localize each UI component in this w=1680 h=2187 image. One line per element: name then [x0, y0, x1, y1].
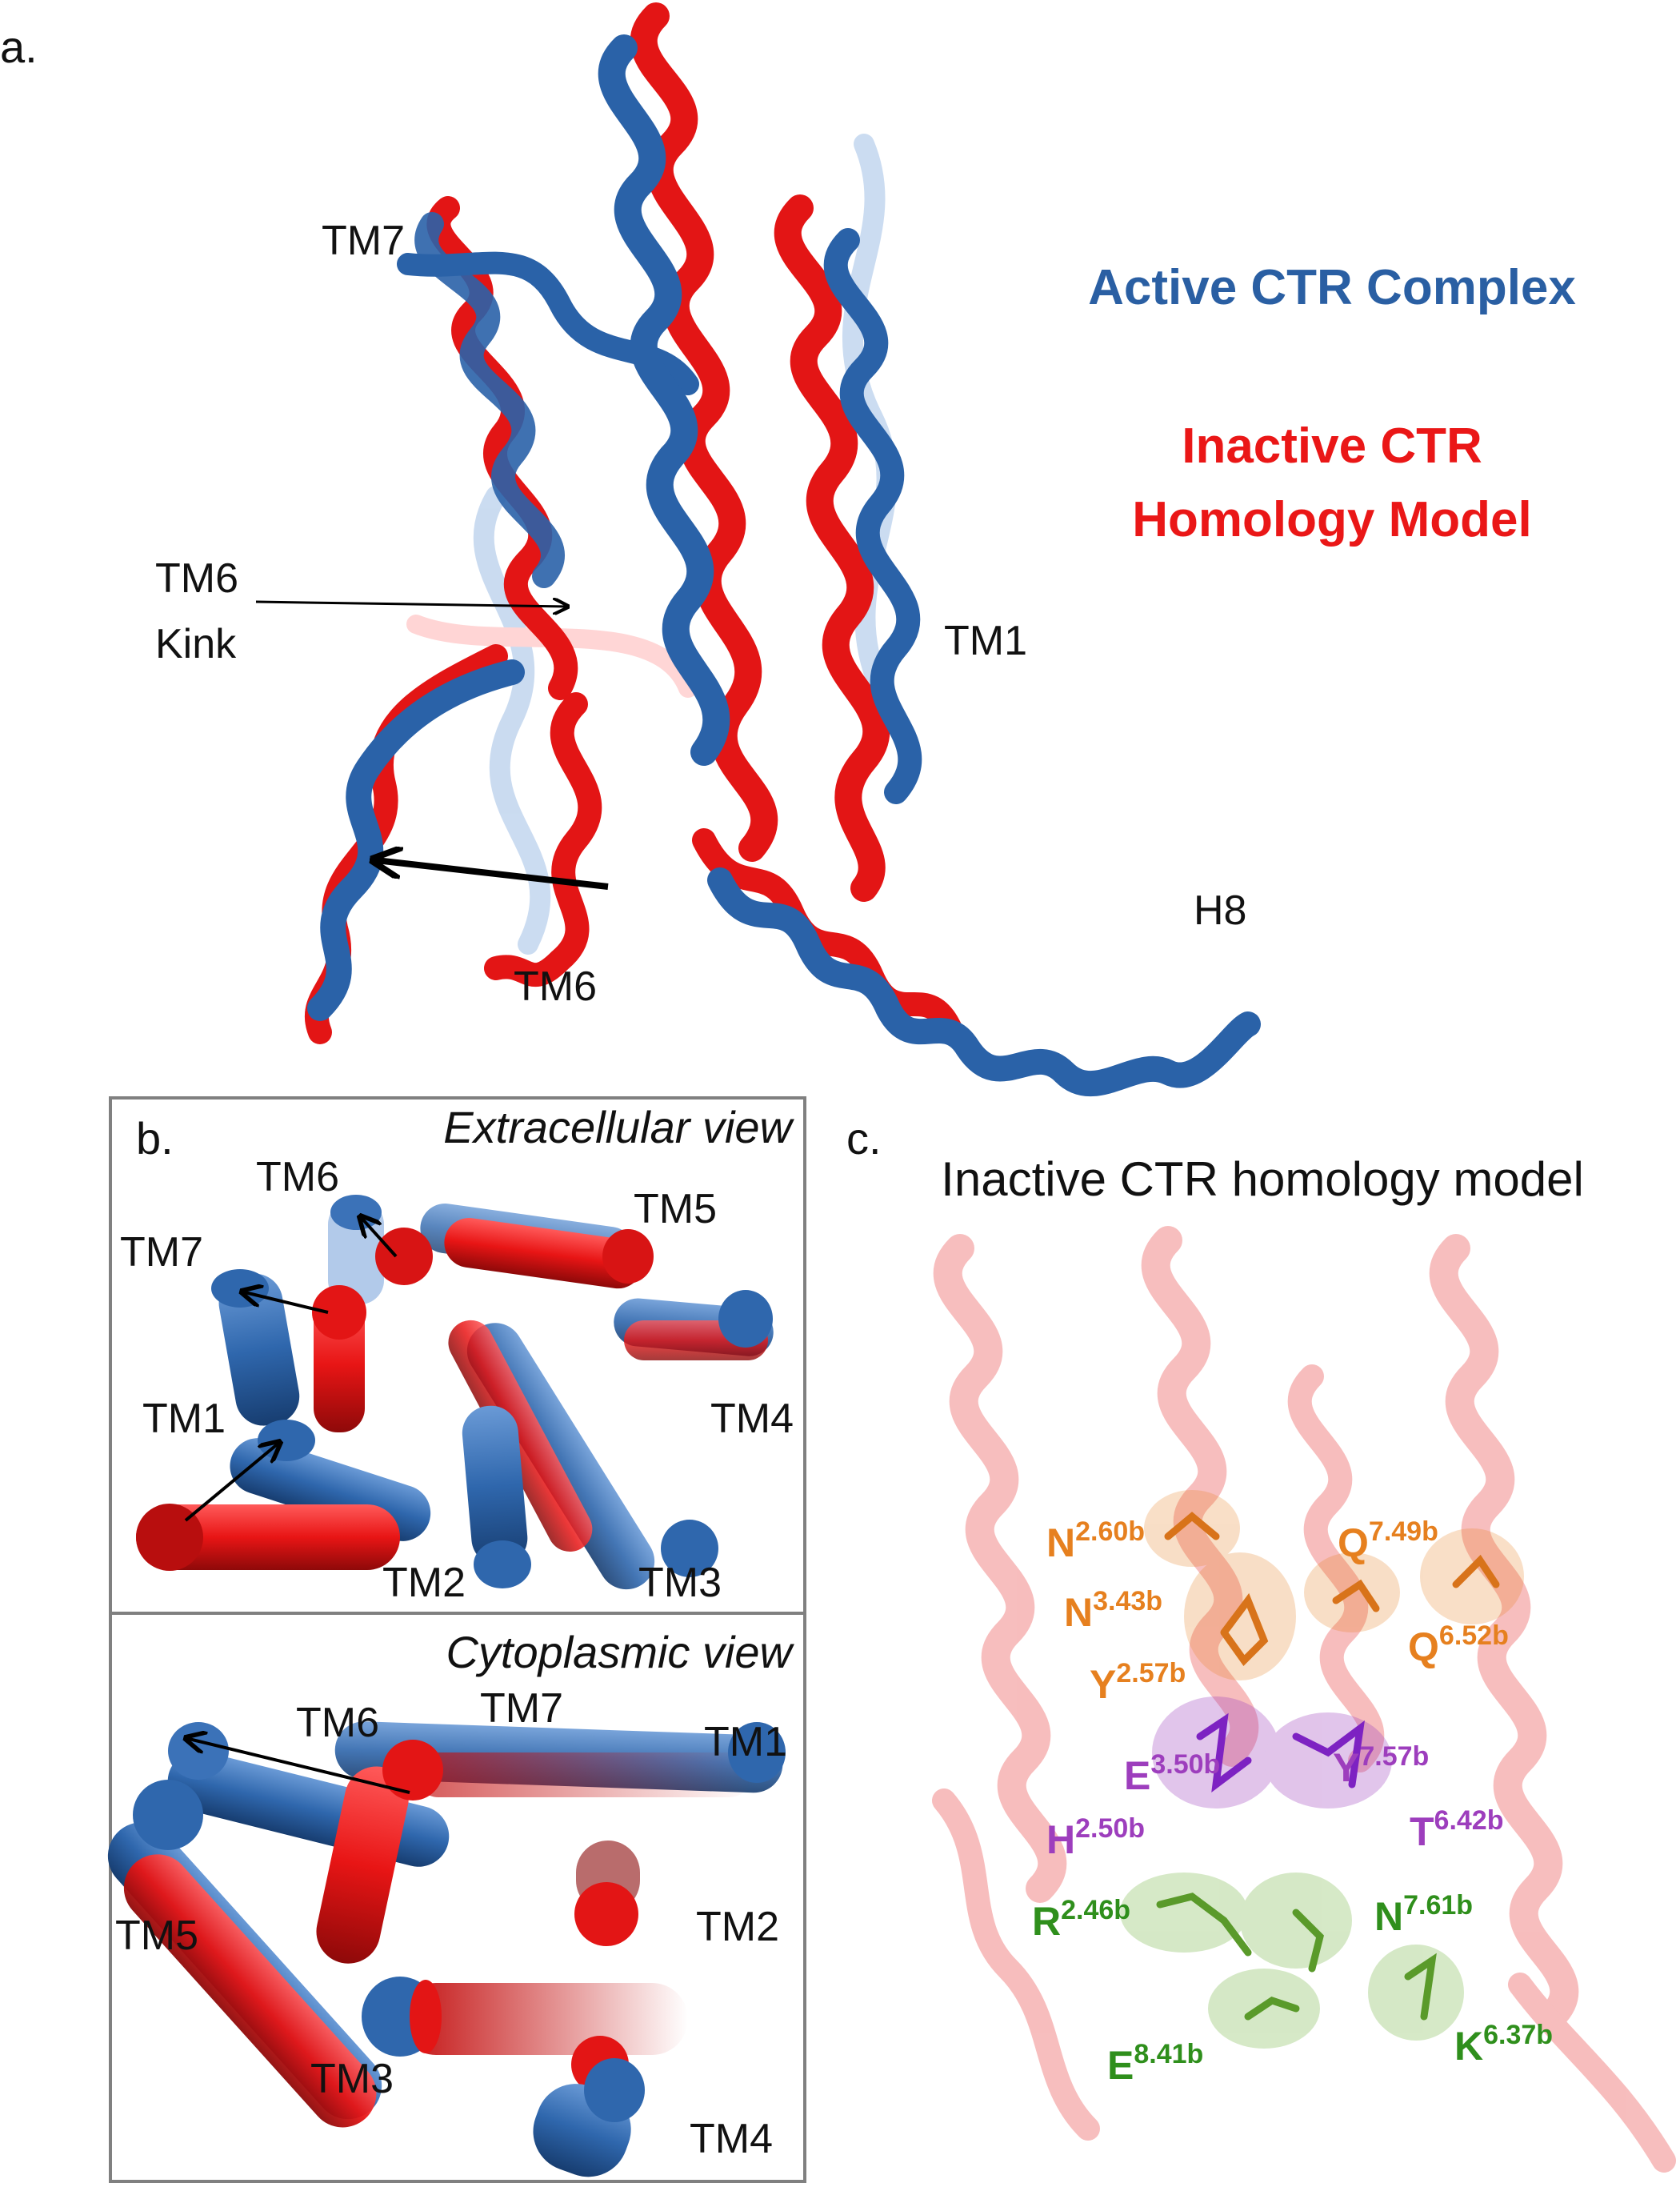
panel-a-letter: a.: [0, 22, 38, 72]
arrow-ex-tm6: [360, 1216, 398, 1258]
tm6-shift-arrow: [376, 860, 609, 890]
ex-label-tm7: TM7: [120, 1229, 203, 1276]
cy-label-tm2: TM2: [696, 1904, 779, 1950]
res-y257: Y2.57b: [1090, 1658, 1186, 1707]
label-tm1: TM1: [944, 618, 1027, 664]
label-tm6-kink-2: Kink: [155, 621, 237, 667]
res-y757: Y7.57b: [1333, 1741, 1429, 1790]
res-n260: N2.60b: [1046, 1516, 1145, 1565]
panel-c-title: Inactive CTR homology model: [941, 1152, 1584, 1206]
arrow-ex-tm1: [184, 1442, 280, 1522]
legend-inactive-1: Inactive CTR: [1182, 419, 1482, 474]
panel-c: c. Inactive CTR homology model: [846, 1113, 1676, 2173]
res-n343: N3.43b: [1064, 1586, 1162, 1635]
cytoplasmic-title: Cytoplasmic view: [446, 1627, 794, 1677]
cytoplasmic-box: [109, 1612, 806, 2183]
ex-label-tm2: TM2: [382, 1560, 466, 1606]
panel-b-letter: b.: [136, 1113, 174, 1164]
res-e841: E8.41b: [1107, 2039, 1203, 2088]
ex-label-tm5: TM5: [634, 1186, 717, 1232]
cy-label-tm6: TM6: [296, 1700, 379, 1746]
tm6-kink-arrow: [255, 602, 568, 607]
res-h250: H2.50b: [1046, 1813, 1145, 1862]
legend-inactive-2: Homology Model: [1132, 492, 1531, 547]
helix-bundle-illustration: [304, 2, 1261, 1096]
arrow-cyto-tm6: [186, 1738, 410, 1794]
res-q749: Q7.49b: [1338, 1516, 1438, 1565]
ex-label-tm6: TM6: [256, 1154, 339, 1200]
res-q652: Q6.52b: [1408, 1620, 1509, 1669]
cy-label-tm7: TM7: [480, 1685, 563, 1732]
panel-b: b. Extracellular view: [107, 1096, 806, 2183]
extracellular-cylinders: [136, 1195, 774, 1590]
legend-active: Active CTR Complex: [1088, 260, 1576, 315]
extracellular-title: Extracellular view: [443, 1102, 794, 1152]
residue-blobs: [1120, 1490, 1524, 2049]
arrow-ex-tm7: [242, 1292, 329, 1314]
label-tm7: TM7: [322, 218, 405, 264]
ex-label-tm1: TM1: [142, 1396, 226, 1442]
label-tm6: TM6: [514, 963, 597, 1010]
res-n761: N7.61b: [1374, 1890, 1473, 1939]
panel-a: a.: [0, 2, 1576, 1096]
cy-label-tm5: TM5: [115, 1913, 198, 1959]
res-e350: E3.50b: [1124, 1749, 1220, 1798]
res-r246: R2.46b: [1032, 1895, 1130, 1944]
ex-label-tm4: TM4: [710, 1396, 794, 1442]
panel-c-letter: c.: [846, 1113, 882, 1164]
faded-helices: [932, 1226, 1676, 2173]
ex-label-tm3: TM3: [638, 1560, 722, 1606]
cy-label-tm1: TM1: [704, 1719, 787, 1765]
cy-label-tm3: TM3: [310, 2056, 394, 2102]
label-tm6-kink-1: TM6: [155, 555, 238, 602]
res-t642: T6.42b: [1410, 1805, 1504, 1854]
res-k637: K6.37b: [1454, 2020, 1553, 2069]
label-h8: H8: [1194, 887, 1246, 934]
cy-label-tm4: TM4: [690, 2116, 773, 2162]
